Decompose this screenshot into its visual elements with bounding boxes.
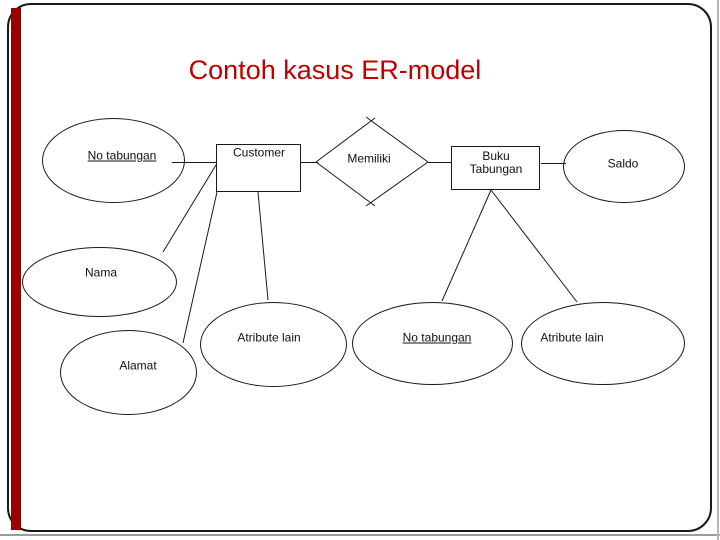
- line-buku-atributelain: [490, 189, 578, 303]
- line-customer-atributelain: [257, 191, 269, 301]
- attribute-saldo-label: Saldo: [607, 156, 639, 171]
- line-buku-notabungan: [441, 189, 492, 302]
- line-customer-nama: [162, 164, 217, 253]
- relationship-memiliki-label: Memiliki: [347, 151, 391, 166]
- attribute-no-tabungan-customer-ellipse: [42, 118, 185, 203]
- entity-customer-label: Customer: [232, 145, 286, 160]
- attribute-atribute-lain-customer-ellipse: [200, 302, 347, 387]
- attribute-no-tabungan-customer-label: No tabungan: [87, 148, 157, 163]
- entity-customer-box: [216, 144, 301, 192]
- attribute-nama-label: Nama: [84, 265, 118, 280]
- attribute-nama-ellipse: [22, 247, 177, 317]
- window-right-edge: [717, 0, 719, 540]
- attribute-atribute-lain-customer-label: Atribute lain: [237, 330, 301, 345]
- memiliki-diamond-edge: [365, 161, 429, 207]
- attribute-no-tabungan-buku-ellipse: [352, 302, 513, 385]
- slide-title: Contoh kasus ER-model: [188, 55, 482, 85]
- attribute-no-tabungan-buku-label: No tabungan: [402, 330, 472, 345]
- memiliki-diamond-edge: [315, 117, 376, 163]
- attribute-saldo-ellipse: [563, 130, 685, 203]
- attribute-atribute-lain-buku-ellipse: [521, 302, 685, 385]
- entity-buku-tabungan-box: [451, 146, 540, 190]
- memiliki-diamond-edge: [315, 161, 376, 207]
- entity-buku-tabungan-label: Buku Tabungan: [469, 149, 523, 176]
- attribute-alamat-label: Alamat: [119, 358, 157, 373]
- attribute-atribute-lain-buku-label: Atribute lain: [540, 330, 604, 345]
- attribute-alamat-ellipse: [60, 330, 197, 415]
- accent-bar: [11, 8, 21, 530]
- memiliki-diamond-edge: [365, 116, 429, 163]
- slide-border-frame: [7, 3, 712, 532]
- window-bottom-edge: [0, 534, 720, 536]
- line-customer-alamat: [182, 191, 218, 344]
